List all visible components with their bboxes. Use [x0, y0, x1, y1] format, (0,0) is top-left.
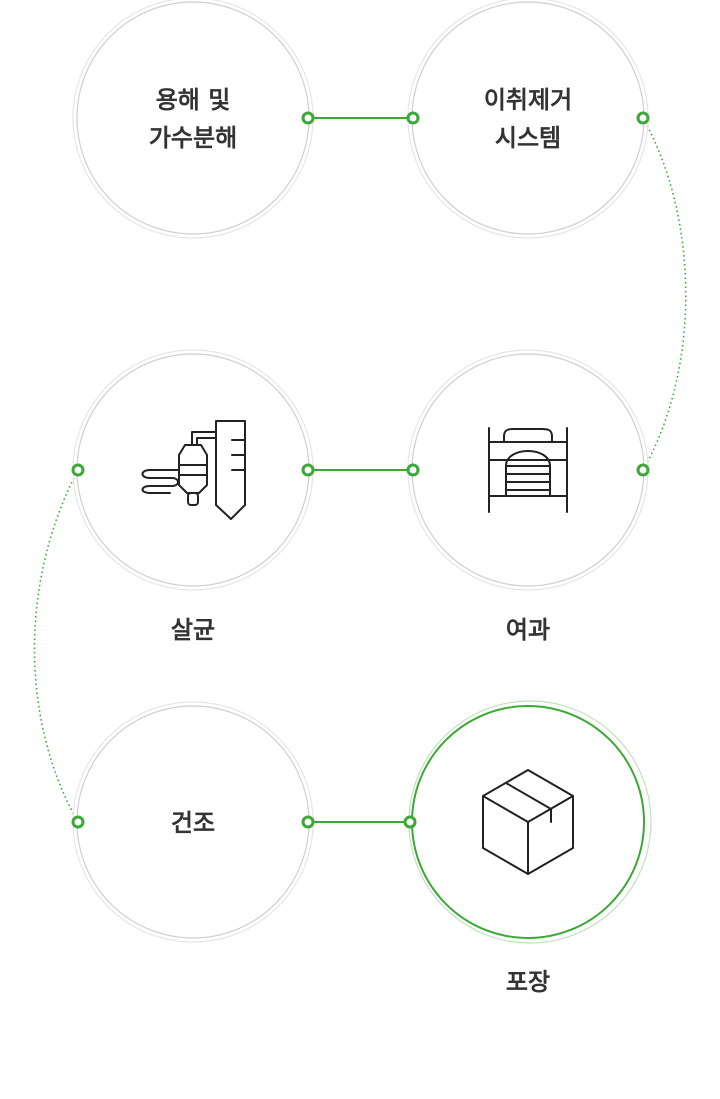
dotted-connector-right: [642, 117, 687, 471]
step-sterilization: [72, 349, 314, 591]
step-sterilization-label: 살균: [171, 616, 215, 644]
node-dot: [636, 111, 650, 125]
step-odor-removal-label-line1: 이취제거: [484, 86, 572, 114]
filter-press-icon: [488, 427, 568, 513]
step-dissolution-label-line2: 가수분해: [149, 124, 237, 152]
node-dot: [301, 815, 315, 829]
node-dot: [406, 111, 420, 125]
step-filtration: [407, 349, 649, 591]
step-odor-removal-label-line2: 시스템: [495, 124, 561, 152]
step-drying-label: 건조: [171, 809, 215, 837]
node-dot: [301, 111, 315, 125]
node-dot: [71, 815, 85, 829]
step-odor-removal: 이취제거 시스템: [407, 0, 649, 239]
step-dissolution-label-line1: 용해 및: [156, 86, 231, 114]
node-dot: [636, 463, 650, 477]
step-filtration-label: 여과: [506, 616, 550, 644]
step-dissolution: 용해 및 가수분해: [72, 0, 314, 239]
dotted-connector-left: [33, 469, 79, 823]
node-dot: [403, 815, 417, 829]
node-dot: [406, 463, 420, 477]
step-packaging-label: 포장: [506, 968, 550, 996]
step-drying: 건조: [72, 701, 314, 943]
node-dot: [71, 463, 85, 477]
step-packaging: [408, 700, 652, 944]
node-dot: [301, 463, 315, 477]
sterilizer-icon: [141, 420, 246, 520]
box-icon: [482, 769, 574, 875]
